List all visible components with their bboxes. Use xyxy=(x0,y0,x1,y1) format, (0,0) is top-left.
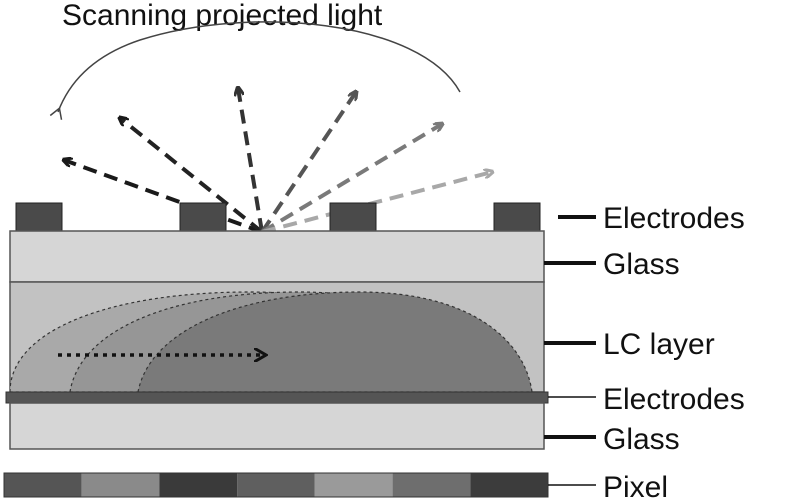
scanning-arc xyxy=(49,21,461,120)
label-bottom-glass: Glass xyxy=(603,423,680,456)
top-electrodes xyxy=(15,202,541,232)
projected-light-rays xyxy=(64,88,492,234)
light-ray xyxy=(260,92,356,234)
label-lc-layer: LC layer xyxy=(603,328,715,361)
top-electrode xyxy=(329,202,377,232)
top-electrode xyxy=(15,202,63,232)
lc-lens-profile xyxy=(137,291,533,392)
pixel-cell xyxy=(81,473,160,497)
lc-lens-profiles xyxy=(10,291,533,392)
label-top-glass: Glass xyxy=(603,248,680,281)
top-glass xyxy=(9,230,545,283)
top-electrode xyxy=(179,202,227,232)
label-bottom-electrodes: Electrodes xyxy=(603,383,745,416)
light-ray xyxy=(238,88,264,233)
pixel-strip xyxy=(3,472,549,498)
pixel-cell xyxy=(237,473,315,497)
light-ray xyxy=(261,172,492,234)
light-ray xyxy=(260,124,442,234)
pixel-cell xyxy=(392,473,471,497)
pixel-cell xyxy=(470,473,548,497)
light-ray xyxy=(120,118,264,234)
pixel-cell xyxy=(159,473,238,497)
bottom-glass xyxy=(9,402,545,450)
label-top-electrodes: Electrodes xyxy=(603,202,745,235)
top-electrode xyxy=(493,202,541,232)
bottom-electrodes xyxy=(5,391,549,404)
label-leaders xyxy=(544,215,596,486)
label-pixel: Pixel xyxy=(603,471,668,503)
light-ray xyxy=(64,160,263,234)
pixel-cell xyxy=(314,473,393,497)
pixel-cell xyxy=(4,473,82,497)
